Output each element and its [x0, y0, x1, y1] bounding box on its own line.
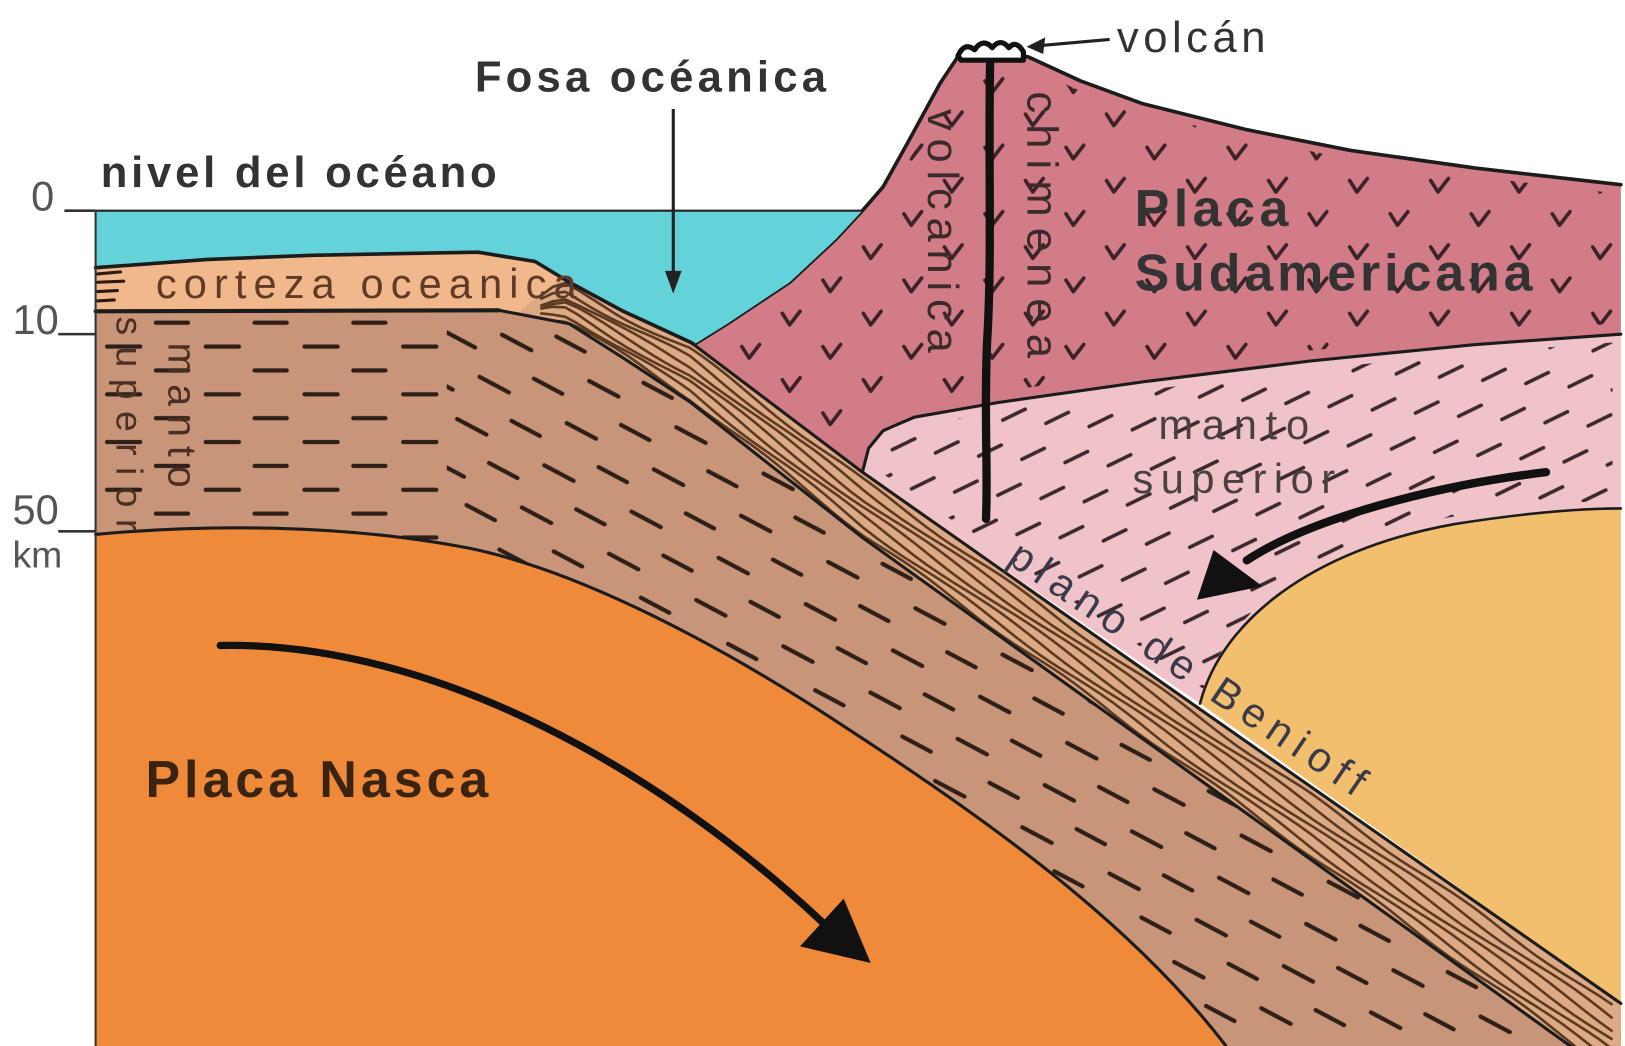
volcanic-chimney: [986, 60, 990, 519]
sediment-mark: [98, 300, 115, 301]
oceanic-crust-base: [96, 310, 499, 311]
chimney-label-line2: volcanica: [918, 109, 966, 354]
volcano-vent-icon: [958, 43, 1023, 61]
depth-unit-label: km: [12, 534, 62, 576]
south-american-plate-label-line2: Sudamericana: [1135, 245, 1534, 303]
left-mantle-label-line1: manto: [159, 342, 203, 487]
right-mantle-label-line2: superior: [1133, 455, 1336, 502]
oceanic-crust-label: corteza oceanica: [156, 260, 578, 307]
sediment-mark: [98, 291, 118, 292]
south-american-plate-label-line1: Placa: [1135, 180, 1290, 238]
left-mantle-label-line2: superior: [108, 316, 150, 531]
trench-label: Fosa océanica: [475, 53, 827, 101]
right-mantle-label-line1: manto: [1158, 401, 1309, 448]
depth-label-10: 10: [12, 296, 58, 343]
depth-label-50: 50: [12, 486, 58, 533]
sediment-mark: [98, 272, 121, 274]
sediment-mark: [98, 281, 124, 282]
depth-label-0: 0: [31, 173, 54, 220]
